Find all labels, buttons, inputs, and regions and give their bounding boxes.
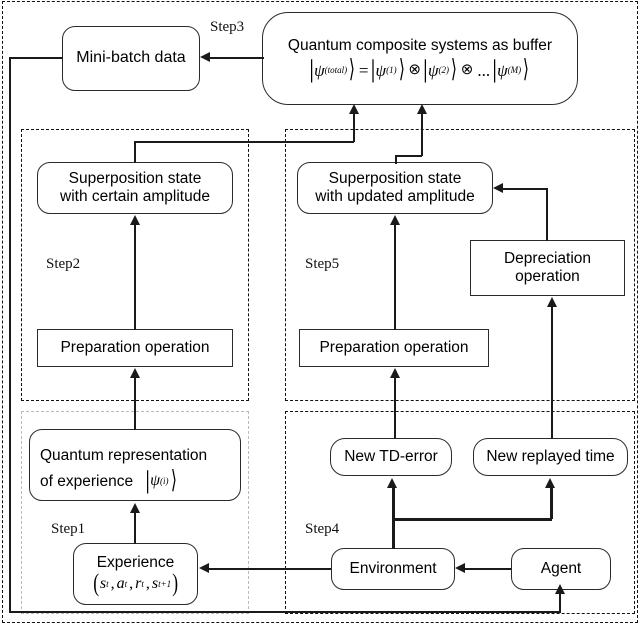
arrowhead-environment-to-experience xyxy=(199,563,209,573)
arrowhead-qrep-to-prep-left xyxy=(130,368,140,378)
arrowhead-tderror-to-prep-right xyxy=(390,368,400,378)
edge-certain-up-to-buffer xyxy=(353,112,355,142)
preparation-left-label: Preparation operation xyxy=(60,339,210,357)
edge-prep-right-to-updated xyxy=(394,223,396,330)
edge-certain-across xyxy=(134,141,354,143)
quantum-representation-sup-i: (i) xyxy=(160,476,169,487)
quantum-representation-line2: of experience xyxy=(40,472,134,490)
step-label-step3: Step3 xyxy=(210,19,245,35)
node-superposition-updated[interactable]: Superposition state with updated amplitu… xyxy=(297,162,493,214)
node-environment[interactable]: Environment xyxy=(331,548,455,590)
edge-bottom-rail xyxy=(9,611,561,613)
superposition-updated-line2: with updated amplitude xyxy=(315,188,475,205)
preparation-right-label: Preparation operation xyxy=(319,339,469,357)
edge-env-branch-up xyxy=(550,487,553,519)
mini-batch-label: Mini-batch data xyxy=(76,49,186,67)
node-preparation-operation-right[interactable]: Preparation operation xyxy=(299,329,489,367)
buffer-sup-1: (1) xyxy=(386,65,397,76)
buffer-formula: |ψ(total)⟩ = |ψ(1)⟩ ⊗ |ψ(2)⟩ ⊗ ... |ψ(M)… xyxy=(309,56,530,84)
experience-sub-t2: t xyxy=(124,578,128,589)
node-new-td-error[interactable]: New TD-error xyxy=(330,438,452,476)
edge-replayed-to-depreciation xyxy=(551,305,553,439)
node-mini-batch-data[interactable]: Mini-batch data xyxy=(62,26,200,91)
edge-left-rail xyxy=(9,57,11,612)
buffer-sup-2: (2) xyxy=(438,65,450,76)
buffer-equals: = xyxy=(358,60,369,80)
superposition-certain-line2: with certain amplitude xyxy=(60,188,210,205)
agent-label: Agent xyxy=(540,560,582,578)
superposition-updated-line1: Superposition state xyxy=(328,170,462,188)
quantum-representation-ket: |ψ(i)⟩ xyxy=(145,467,177,495)
group-frame-step4 xyxy=(285,411,635,614)
step-label-step2: Step2 xyxy=(46,256,81,272)
arrowhead-updated-to-buffer xyxy=(417,104,427,114)
arrowhead-certain-to-buffer xyxy=(349,104,359,114)
edge-prep-left-to-certain xyxy=(134,223,136,330)
edge-experience-to-qrep xyxy=(134,511,136,544)
experience-sub-t-plus-1: t+1 xyxy=(158,578,172,589)
edge-minibatch-left-stub xyxy=(9,57,63,59)
node-new-replayed-time[interactable]: New replayed time xyxy=(473,438,628,476)
buffer-sup-total: (total) xyxy=(324,65,348,76)
node-superposition-certain[interactable]: Superposition state with certain amplitu… xyxy=(37,162,233,214)
buffer-sup-m: (M) xyxy=(507,65,522,76)
buffer-ellipsis: ... xyxy=(477,60,491,80)
quantum-representation-line2-row: of experience |ψ(i)⟩ xyxy=(40,467,178,495)
step-label-step4: Step4 xyxy=(305,521,340,537)
edge-certain-up-stub xyxy=(134,141,136,163)
node-preparation-operation-left[interactable]: Preparation operation xyxy=(37,329,233,367)
edge-updated-up-to-buffer xyxy=(421,112,423,156)
experience-label: Experience xyxy=(96,554,175,572)
arrowhead-replayed-to-depreciation xyxy=(547,297,557,307)
arrowhead-branch-to-replayed xyxy=(545,478,555,488)
edge-environment-to-experience xyxy=(209,568,331,570)
buffer-title: Quantum composite systems as buffer xyxy=(287,36,553,54)
edge-agent-to-environment xyxy=(465,568,511,570)
quantum-representation-line1: Quantum representation xyxy=(40,446,208,464)
replayed-time-label: New replayed time xyxy=(486,448,615,466)
step-label-step1: Step1 xyxy=(51,521,86,537)
edge-buffer-to-minibatch xyxy=(210,57,264,59)
edge-qrep-to-prep-left xyxy=(134,376,136,430)
node-quantum-representation[interactable]: Quantum representation of experience |ψ(… xyxy=(29,429,241,501)
edge-bottom-rail-to-agent xyxy=(559,592,561,612)
buffer-tensor-2: ⊗ xyxy=(460,61,474,78)
arrowhead-to-agent xyxy=(555,584,565,594)
depreciation-line1: Depreciation xyxy=(503,250,592,268)
arrowhead-depreciation-to-updated xyxy=(493,183,503,193)
edge-updated-up-stub xyxy=(395,155,397,164)
arrowhead-prep-left-to-certain xyxy=(130,215,140,225)
edge-tderror-to-prep-right xyxy=(394,376,396,439)
arrowhead-buffer-to-minibatch xyxy=(200,52,210,62)
experience-sub-t3: t xyxy=(141,578,144,589)
group-frame-step5 xyxy=(285,129,635,401)
environment-label: Environment xyxy=(349,560,437,578)
arrowhead-env-to-tderror xyxy=(387,478,397,488)
buffer-tensor-1: ⊗ xyxy=(408,61,421,78)
edge-depreciation-across xyxy=(503,188,548,190)
experience-sub-t1: t xyxy=(106,578,109,589)
arrowhead-prep-right-to-updated xyxy=(390,215,400,225)
arrowhead-agent-to-environment xyxy=(455,563,465,573)
edge-updated-jog xyxy=(395,155,422,157)
node-depreciation-operation[interactable]: Depreciation operation xyxy=(470,240,625,296)
node-agent[interactable]: Agent xyxy=(511,548,611,590)
edge-env-branch-across xyxy=(392,518,552,521)
step-label-step5: Step5 xyxy=(305,256,340,272)
superposition-certain-line1: Superposition state xyxy=(68,170,202,188)
td-error-label: New TD-error xyxy=(344,448,438,466)
arrowhead-experience-to-qrep xyxy=(130,503,140,513)
edge-depreciation-up xyxy=(546,188,548,241)
depreciation-line2: operation xyxy=(515,268,580,285)
node-quantum-buffer[interactable]: Quantum composite systems as buffer |ψ(t… xyxy=(262,12,578,105)
